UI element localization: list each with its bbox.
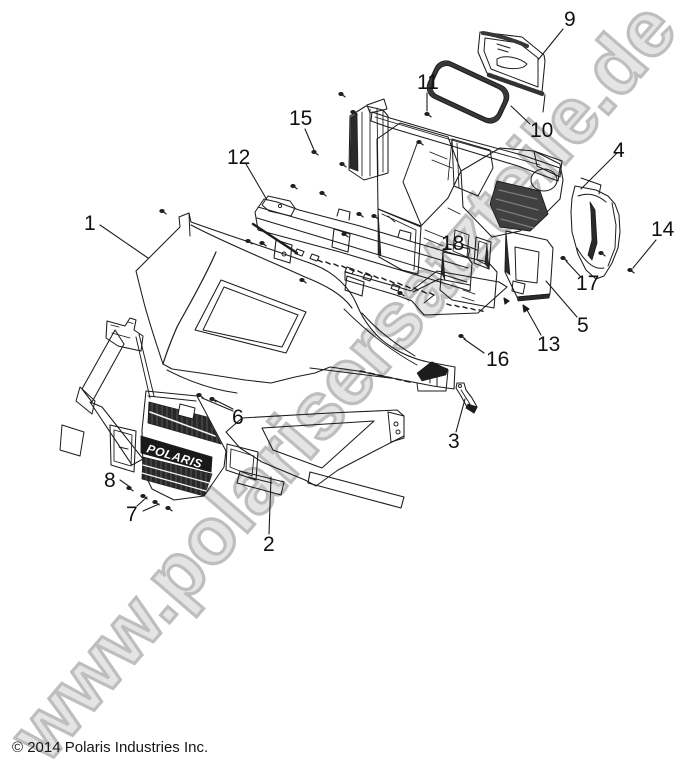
svg-text:18: 18 [441, 232, 464, 255]
svg-text:5: 5 [577, 314, 589, 337]
svg-text:11: 11 [417, 71, 439, 94]
svg-text:10: 10 [530, 119, 553, 142]
svg-text:12: 12 [227, 146, 250, 169]
svg-text:8: 8 [104, 469, 116, 492]
svg-text:1: 1 [84, 212, 96, 235]
svg-text:14: 14 [651, 218, 675, 241]
svg-text:15: 15 [289, 107, 312, 130]
svg-text:7: 7 [126, 503, 138, 526]
svg-text:2: 2 [263, 533, 275, 556]
svg-text:6: 6 [232, 406, 244, 429]
svg-text:16: 16 [486, 348, 509, 371]
svg-text:3: 3 [448, 430, 460, 453]
svg-text:17: 17 [576, 272, 599, 295]
svg-text:4: 4 [613, 139, 625, 162]
svg-text:13: 13 [537, 333, 560, 356]
svg-text:© 2014 Polaris Industries Inc.: © 2014 Polaris Industries Inc. [12, 739, 208, 756]
svg-text:9: 9 [564, 8, 576, 31]
